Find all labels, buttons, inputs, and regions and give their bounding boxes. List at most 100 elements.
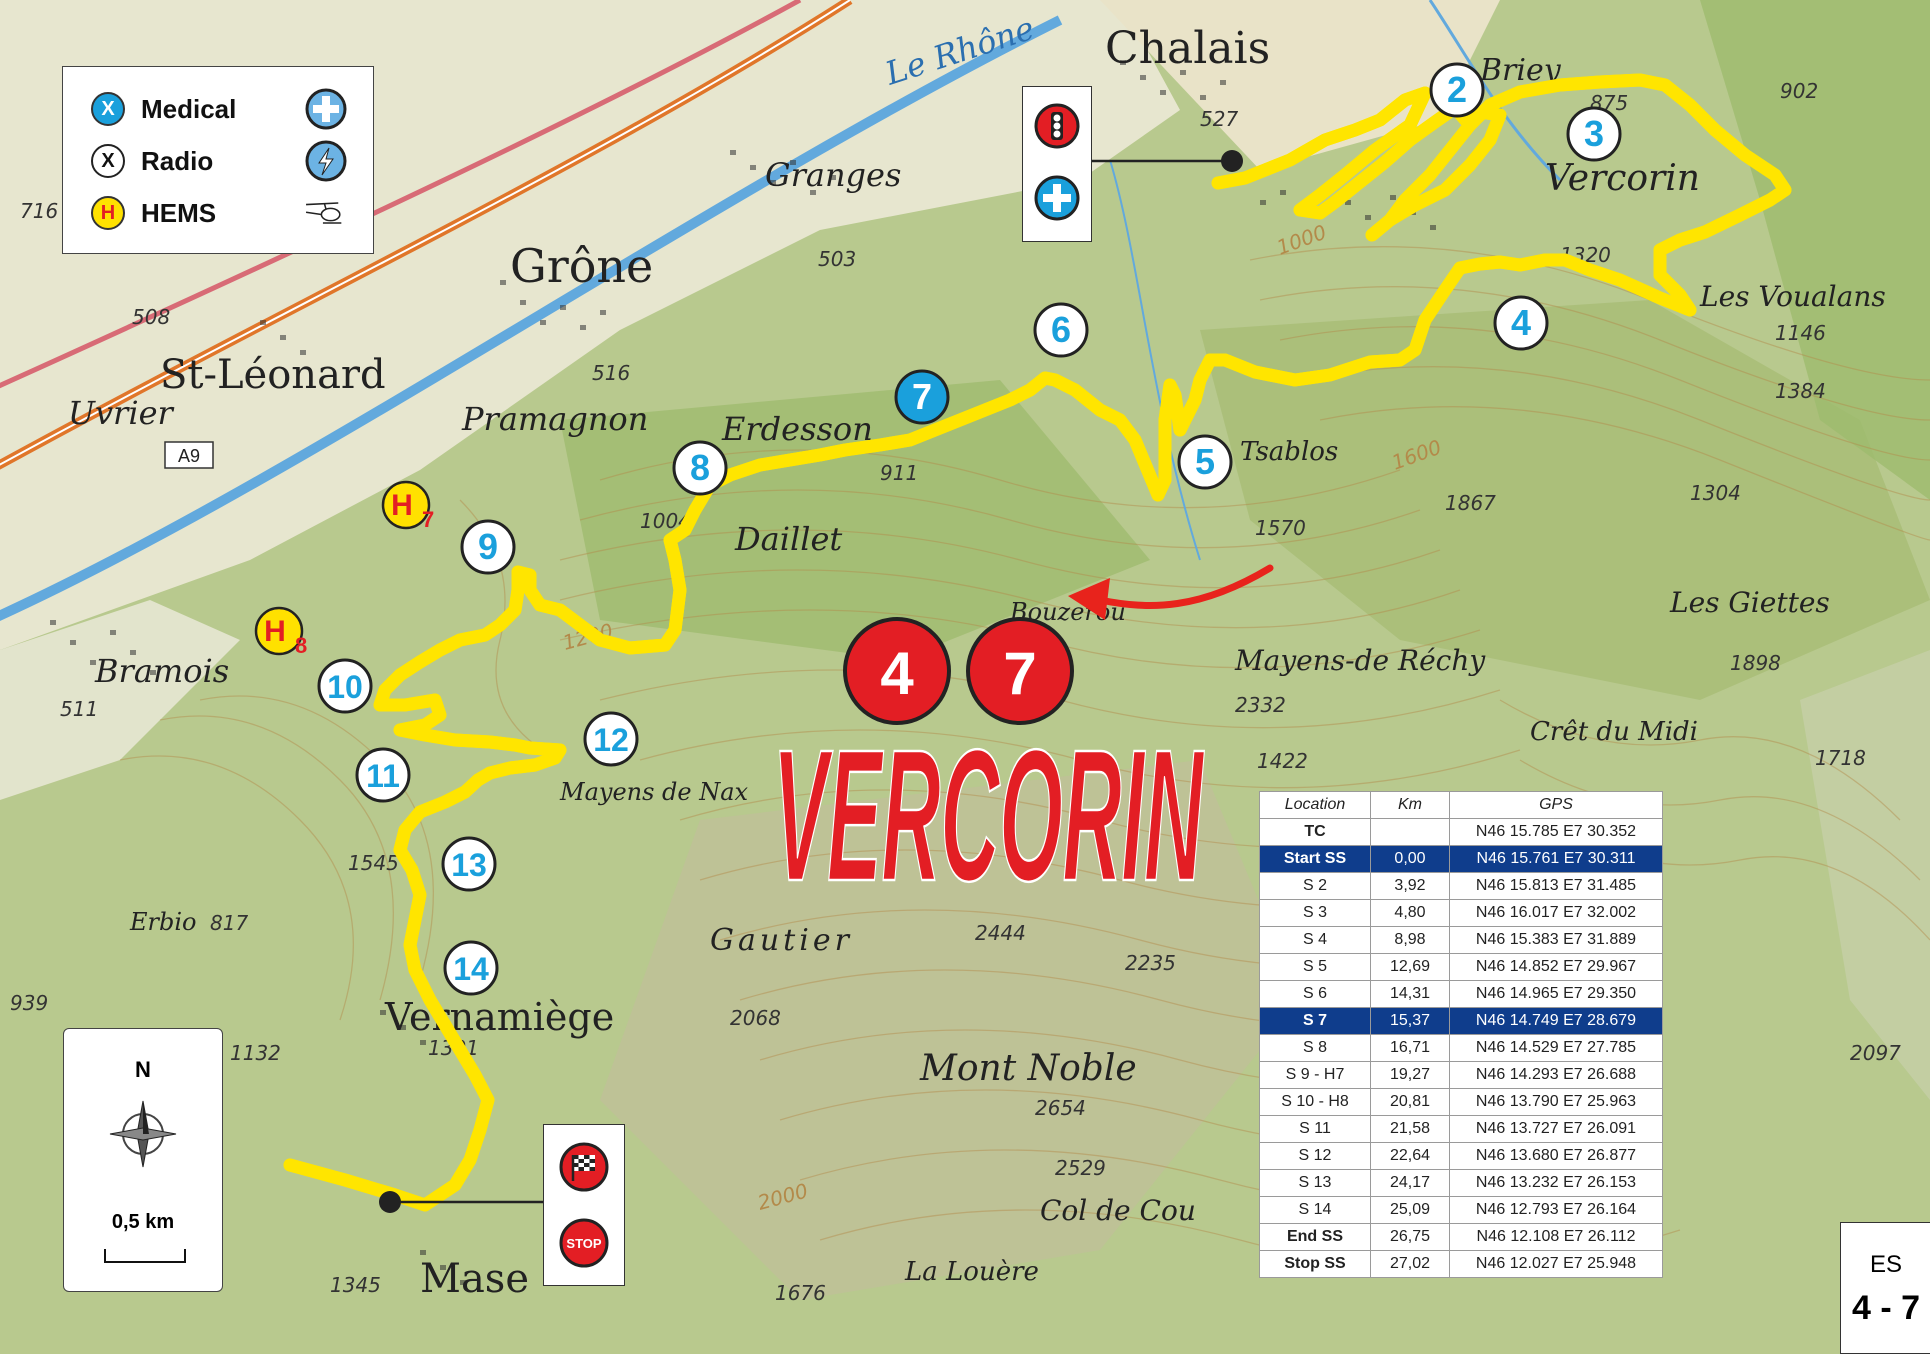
place-col-de-cou: Col de Cou [1040, 1194, 1196, 1227]
hems-number: 8 [295, 633, 307, 658]
waypoint-marker-5[interactable]: 5 [1177, 434, 1233, 490]
waypoint-marker-9[interactable]: 9 [460, 519, 516, 575]
place-daillet: Daillet [734, 520, 842, 558]
waypoint-marker-2[interactable]: 2 [1429, 62, 1485, 118]
place-pramagnon: Pramagnon [461, 400, 648, 438]
start-traffic-light-icon [1034, 103, 1080, 154]
place-st-leonard: St-Léonard [160, 352, 386, 398]
cell-gps: N46 12.027 E7 25.948 [1449, 1250, 1663, 1278]
height-label: 1422 [1257, 749, 1308, 773]
waypoint-marker-14[interactable]: 14 [443, 940, 499, 996]
waypoint-marker-4[interactable]: 4 [1493, 295, 1549, 351]
waypoint-marker-10[interactable]: 10 [317, 658, 373, 714]
height-label: 1146 [1775, 321, 1826, 345]
waypoint-marker-11[interactable]: 11 [355, 747, 411, 803]
legend-label: Radio [141, 145, 214, 176]
height-label: 1867 [1445, 491, 1496, 515]
cell-location: S 12 [1259, 1142, 1371, 1170]
scale-bar [104, 1249, 186, 1263]
legend: X Medical X Radio H HEMS [62, 66, 374, 254]
place-vernamiege: Vernamiège [384, 995, 614, 1039]
waypoint-marker-6[interactable]: 6 [1033, 302, 1089, 358]
place-granges: Granges [765, 156, 901, 194]
stage-box-label: ES [1869, 1251, 1902, 1278]
stage-direction-arrow [1068, 564, 1274, 620]
height-label: 1304 [1690, 481, 1741, 505]
cell-gps: N46 13.790 E7 25.963 [1449, 1088, 1663, 1116]
cell-gps: N46 14.852 E7 29.967 [1449, 953, 1663, 981]
cell-location: TC [1259, 818, 1371, 846]
height-label: 1676 [775, 1281, 826, 1305]
height-label: 1898 [1730, 651, 1781, 675]
cell-km: 26,75 [1370, 1223, 1450, 1251]
cell-km: 19,27 [1370, 1061, 1450, 1089]
cell-gps: N46 12.793 E7 26.164 [1449, 1196, 1663, 1224]
place-mayens-de-rechy: Mayens-de Réchy [1234, 644, 1486, 677]
waypoint-marker-12[interactable]: 12 [583, 711, 639, 767]
cell-gps: N46 13.232 E7 26.153 [1449, 1169, 1663, 1197]
cell-location: S 2 [1259, 872, 1371, 900]
cell-km: 21,58 [1370, 1115, 1450, 1143]
cell-location: S 11 [1259, 1115, 1371, 1143]
north-label: N [135, 1057, 151, 1082]
cell-location: S 14 [1259, 1196, 1371, 1224]
height-label: 1545 [348, 851, 399, 875]
radio-badge: X [91, 144, 125, 178]
column-header-gps: GPS [1449, 791, 1663, 819]
stage-title: VERCORIN [773, 710, 1205, 920]
cell-gps: N46 16.017 E7 32.002 [1449, 899, 1663, 927]
stop-sign-text: STOP [566, 1236, 601, 1251]
height-label: 902 [1780, 79, 1818, 103]
cell-gps: N46 12.108 E7 26.112 [1449, 1223, 1663, 1251]
height-label: 2332 [1235, 693, 1286, 717]
waypoint-label: 9 [478, 526, 498, 567]
place-la-louere: La Louère [904, 1257, 1039, 1287]
cell-gps: N46 13.727 E7 26.091 [1449, 1115, 1663, 1143]
waypoint-marker-3[interactable]: 3 [1566, 106, 1622, 162]
place-erbio: Erbio [129, 908, 196, 936]
cell-location: End SS [1259, 1223, 1371, 1251]
height-label: 2444 [975, 921, 1026, 945]
cell-km: 22,64 [1370, 1142, 1450, 1170]
cell-km: 24,17 [1370, 1169, 1450, 1197]
height-label: 817 [210, 911, 248, 935]
height-label: 511 [60, 697, 98, 721]
start-sign-box [1022, 86, 1092, 242]
stage-box: ES 4 - 7 [1840, 1222, 1930, 1354]
cell-km: 12,69 [1370, 953, 1450, 981]
waypoint-marker-8[interactable]: 8 [672, 440, 728, 496]
stage-box-number: 4 - 7 [1851, 1289, 1921, 1327]
height-label: 1345 [330, 1273, 381, 1297]
place-grone: Grône [510, 239, 653, 293]
cell-km: 0,00 [1370, 845, 1450, 873]
place-mase: Mase [420, 1256, 529, 1302]
cell-km: 25,09 [1370, 1196, 1450, 1224]
stop-sign-icon: STOP [558, 1217, 610, 1274]
column-header-location: Location [1259, 791, 1371, 819]
hems-number: 7 [422, 507, 434, 532]
waypoint-marker-7[interactable]: 7 [894, 369, 950, 425]
cell-location: S 13 [1259, 1169, 1371, 1197]
cell-gps: N46 15.383 E7 31.889 [1449, 926, 1663, 954]
waypoint-label: 12 [593, 722, 629, 758]
road-shield-a9: A9 [164, 441, 214, 469]
waypoint-label: 13 [451, 847, 487, 883]
cell-gps: N46 15.813 E7 31.485 [1449, 872, 1663, 900]
place-uvrier: Uvrier [68, 394, 175, 432]
column-header-km: Km [1370, 791, 1450, 819]
sign-connector [379, 150, 1243, 1213]
place-gautier: Gautier [710, 923, 853, 958]
waypoint-marker-13[interactable]: 13 [441, 836, 497, 892]
